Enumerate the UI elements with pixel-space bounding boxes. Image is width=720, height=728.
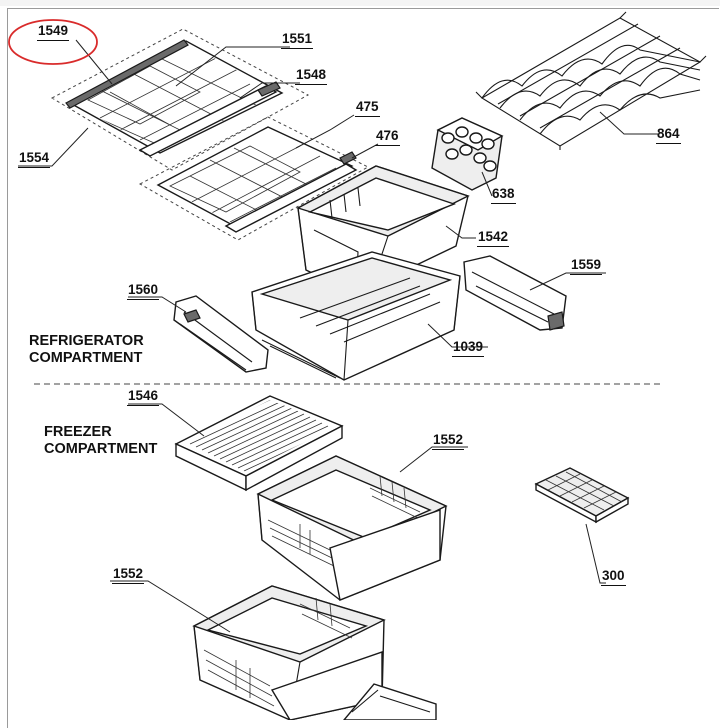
freezer-basket-lower xyxy=(194,586,384,720)
freezer-section-label: FREEZER COMPARTMENT xyxy=(44,424,157,458)
drawer-rail-left xyxy=(174,296,268,372)
part-label-1542: 1542 xyxy=(477,229,510,247)
glass-shelf-lower xyxy=(140,117,368,240)
part-label-300: 300 xyxy=(601,568,626,586)
part-label-1546: 1546 xyxy=(127,388,160,406)
refrigerator-label-line1: REFRIGERATOR xyxy=(29,333,144,349)
freezer-label-line2: COMPARTMENT xyxy=(44,441,158,457)
part-label-476: 476 xyxy=(375,128,400,146)
freezer-wire-shelf xyxy=(176,396,342,490)
glass-shelf-upper xyxy=(52,29,308,170)
drawer-bottom-partial xyxy=(344,684,436,720)
part-label-1559: 1559 xyxy=(570,257,603,275)
freezer-label-line1: FREEZER xyxy=(44,424,112,440)
refrigerator-label-line2: COMPARTMENT xyxy=(29,350,143,366)
part-label-1548: 1548 xyxy=(295,67,328,85)
part-label-1549: 1549 xyxy=(37,23,70,41)
drawer-rail-right xyxy=(464,256,566,330)
part-label-1551: 1551 xyxy=(281,31,314,49)
part-label-1552-lower: 1552 xyxy=(112,566,145,584)
highlight-circle xyxy=(9,20,97,64)
part-label-638: 638 xyxy=(491,186,516,204)
diagram-frame xyxy=(7,8,719,728)
egg-tray xyxy=(432,118,502,190)
part-label-475: 475 xyxy=(355,99,380,117)
refrigerator-section-label: REFRIGERATOR COMPARTMENT xyxy=(29,333,144,367)
part-label-1554: 1554 xyxy=(18,150,51,168)
part-label-1560: 1560 xyxy=(127,282,160,300)
freezer-basket-upper xyxy=(258,456,446,600)
top-bar xyxy=(0,0,720,6)
part-label-1039: 1039 xyxy=(452,339,485,357)
crisper-lower xyxy=(252,252,460,380)
part-label-864: 864 xyxy=(656,126,681,144)
ice-tray xyxy=(536,468,628,522)
leader-lines xyxy=(18,40,658,632)
wine-rack xyxy=(476,12,706,150)
part-label-1552-upper: 1552 xyxy=(432,432,465,450)
